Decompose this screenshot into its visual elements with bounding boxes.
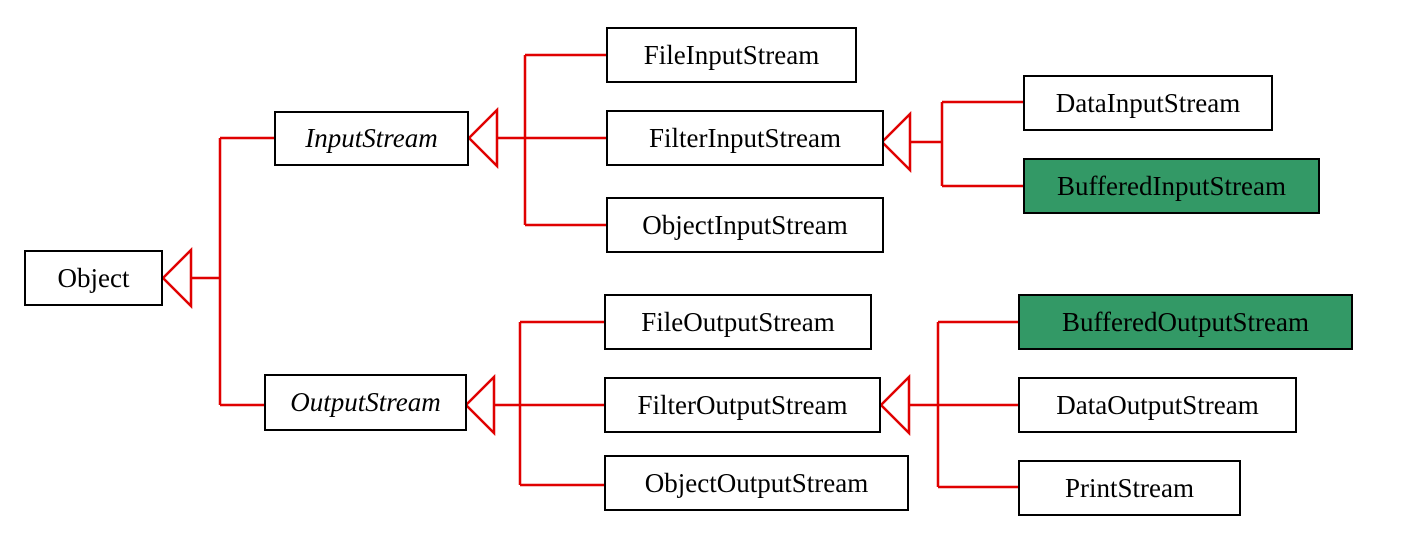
generalization-arrow-filteroutputstream [879,373,911,437]
node-buffered-input-stream: BufferedInputStream [1023,158,1320,214]
node-data-output-stream: DataOutputStream [1018,377,1297,433]
node-data-input-stream: DataInputStream [1023,75,1273,131]
node-filter-output-stream: FilterOutputStream [604,377,881,433]
node-output-stream: OutputStream [264,374,467,431]
node-input-stream: InputStream [274,111,469,166]
node-print-stream: PrintStream [1018,460,1241,516]
generalization-arrow-filterinputstream [880,110,912,174]
node-object-input-stream: ObjectInputStream [606,197,884,253]
node-file-output-stream: FileOutputStream [604,294,872,350]
generalization-arrow-outputstream [464,373,496,437]
node-filter-input-stream: FilterInputStream [606,110,884,166]
node-buffered-output-stream: BufferedOutputStream [1018,294,1353,350]
generalization-arrow-object [161,246,193,310]
node-object: Object [24,250,163,306]
node-file-input-stream: FileInputStream [606,27,857,83]
node-object-output-stream: ObjectOutputStream [604,455,909,511]
generalization-arrow-inputstream [467,106,499,170]
